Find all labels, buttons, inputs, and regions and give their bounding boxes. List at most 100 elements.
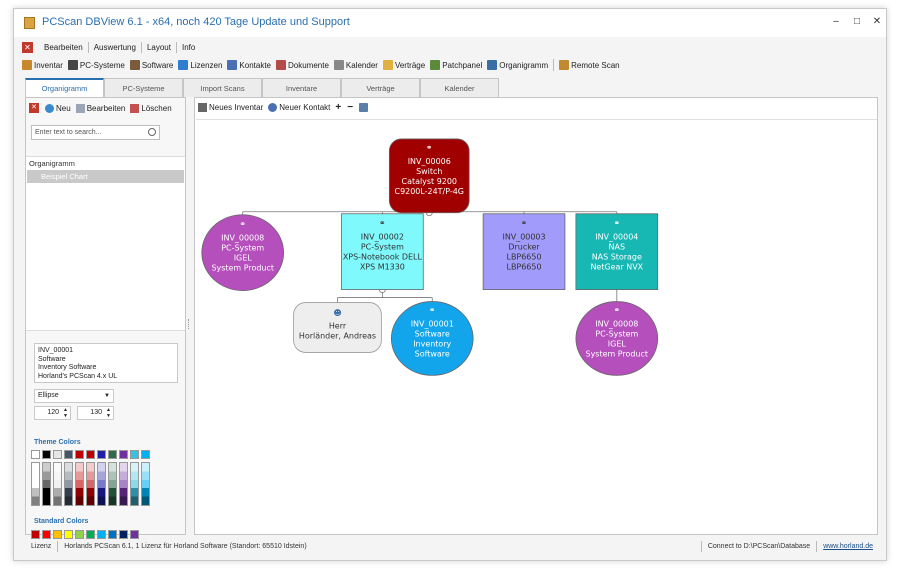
tab-import-scans[interactable]: Import Scans: [183, 78, 262, 97]
standard-color-swatch[interactable]: [64, 530, 73, 539]
search-input[interactable]: Enter text to search...: [31, 125, 160, 140]
org-node-text: IGEL: [608, 339, 627, 348]
delete-button[interactable]: Löschen: [130, 103, 172, 113]
maximize-button[interactable]: □: [853, 16, 861, 27]
theme-color-swatch[interactable]: [141, 450, 150, 459]
theme-color-shades[interactable]: [97, 462, 106, 506]
zoom-out-button[interactable]: −: [347, 102, 354, 113]
tab-vertraege[interactable]: Verträge: [341, 78, 420, 97]
theme-color-shades[interactable]: [75, 462, 84, 506]
theme-color-shades[interactable]: [86, 462, 95, 506]
new-button[interactable]: Neu: [45, 103, 71, 113]
tab-inventare[interactable]: Inventare: [262, 78, 341, 97]
theme-color-shades[interactable]: [119, 462, 128, 506]
theme-color-shades[interactable]: [108, 462, 117, 506]
menu-item-auswertung[interactable]: Auswertung: [89, 41, 142, 53]
delete-chart-icon[interactable]: ✕: [29, 103, 39, 113]
toolbar-patchpanel-button[interactable]: Patchpanel: [430, 60, 482, 70]
theme-color-shades[interactable]: [42, 462, 51, 506]
org-node-shape: [575, 213, 659, 290]
stepper-arrows-icon[interactable]: ▲▼: [106, 407, 111, 419]
close-button[interactable]: ✕: [872, 16, 882, 27]
theme-color-swatch[interactable]: [42, 450, 51, 459]
zoom-in-button[interactable]: +: [335, 102, 342, 113]
theme-color-swatch[interactable]: [53, 450, 62, 459]
toolbar-label: Verträge: [394, 60, 426, 70]
theme-color-shades[interactable]: [141, 462, 150, 506]
menu-item-layout[interactable]: Layout: [142, 41, 177, 53]
standard-color-swatch[interactable]: [75, 530, 84, 539]
toolbar-pc-systeme-button[interactable]: PC-Systeme: [67, 60, 125, 70]
menu-item-info[interactable]: Info: [181, 42, 196, 52]
toolbar-remote-scan-button[interactable]: Remote Scan: [559, 60, 620, 70]
print-icon[interactable]: [359, 103, 369, 112]
standard-color-swatch[interactable]: [108, 530, 117, 539]
close-app-icon[interactable]: ✕: [22, 41, 33, 53]
toolbar-software-button[interactable]: Software: [129, 60, 173, 70]
theme-color-swatch[interactable]: [31, 450, 40, 459]
theme-color-swatch[interactable]: [86, 450, 95, 459]
new-inventory-button[interactable]: Neues Inventar: [198, 103, 263, 112]
standard-color-swatch[interactable]: [31, 530, 40, 539]
height-value: 130: [90, 409, 102, 416]
theme-color-shades[interactable]: [130, 462, 139, 506]
menu-item-bearbeiten[interactable]: Bearbeiten: [39, 41, 89, 53]
theme-color-swatch[interactable]: [119, 450, 128, 459]
tab-pc-systeme[interactable]: PC-Systeme: [104, 78, 183, 97]
toolbar-kontakte-button[interactable]: Kontakte: [227, 60, 271, 70]
standard-color-swatch[interactable]: [86, 530, 95, 539]
tab-organigramm[interactable]: Organigramm: [25, 78, 104, 97]
theme-color-swatch[interactable]: [64, 450, 73, 459]
tree-root[interactable]: Organigramm: [29, 159, 75, 168]
org-node-text: PC-System: [595, 329, 638, 338]
org-node-text: Horländer, Andreas: [299, 331, 376, 340]
chevron-down-icon: ▼: [104, 393, 110, 399]
theme-color-shades[interactable]: [53, 462, 62, 506]
height-stepper[interactable]: 130 ▲▼: [77, 406, 114, 420]
toolbar-dokumente-button[interactable]: Dokumente: [276, 60, 329, 70]
theme-color-swatch[interactable]: [75, 450, 84, 459]
org-node-text: LBP6650: [507, 263, 542, 272]
standard-color-swatch[interactable]: [53, 530, 62, 539]
toolbar-inventar-button[interactable]: Inventar: [22, 60, 63, 70]
search-icon[interactable]: [148, 128, 156, 136]
folder-icon: [382, 60, 393, 70]
tab-kalender[interactable]: Kalender: [420, 78, 499, 97]
org-node-text: INV_00004: [595, 233, 638, 242]
standard-color-swatch[interactable]: [130, 530, 139, 539]
theme-color-shades[interactable]: [64, 462, 73, 506]
width-stepper[interactable]: 120 ▲▼: [34, 406, 71, 420]
standard-color-swatch[interactable]: [97, 530, 106, 539]
edit-button[interactable]: Bearbeiten: [75, 103, 125, 113]
toolbar-organigramm-button[interactable]: Organigramm: [487, 60, 548, 70]
toolbar-kalender-button[interactable]: Kalender: [333, 60, 378, 70]
toolbar-lizenzen-button[interactable]: Lizenzen: [178, 60, 222, 70]
theme-color-swatch[interactable]: [97, 450, 106, 459]
org-node-text: INV_00001: [411, 320, 454, 329]
theme-color-swatch[interactable]: [108, 450, 117, 459]
theme-color-shades[interactable]: [31, 462, 40, 506]
shape-select[interactable]: Ellipse ▼: [34, 389, 114, 403]
windows-icon: [178, 60, 189, 70]
standard-color-swatch[interactable]: [42, 530, 51, 539]
delete-label: Löschen: [141, 103, 172, 113]
website-link[interactable]: www.horland.de: [823, 542, 873, 550]
minimize-button[interactable]: –: [833, 16, 839, 27]
panel-splitter[interactable]: [188, 319, 191, 329]
stepper-arrows-icon[interactable]: ▲▼: [63, 407, 68, 419]
theme-color-swatch[interactable]: [130, 450, 139, 459]
node-text-editor[interactable]: INV_00001 Software Inventory Software Ho…: [34, 343, 178, 383]
standard-color-swatch[interactable]: [119, 530, 128, 539]
new-contact-button[interactable]: Neuer Kontakt: [268, 103, 330, 112]
toolbar-vertr-ge-button[interactable]: Verträge: [382, 60, 426, 70]
search-placeholder: Enter text to search...: [35, 129, 102, 136]
tree-item-selected[interactable]: Beispiel Chart: [27, 170, 184, 183]
